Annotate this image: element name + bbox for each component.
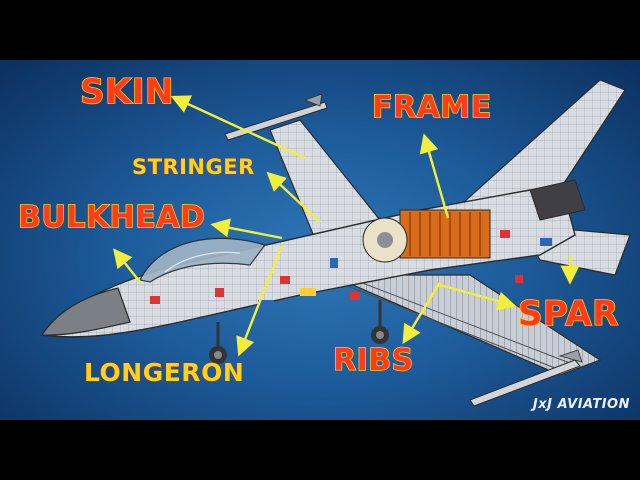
diagram-frame: SKIN STRINGER BULKHEAD FRAME LONGERON RI… [0,60,640,420]
landing-gear [209,300,389,364]
stringer-arrow [266,171,321,223]
watermark: JxJ AVIATION [532,397,630,412]
skin-arrow [170,95,306,160]
ribs-arrow [402,281,442,345]
label-ribs: RIBS [332,342,414,379]
bulkhead-arrow [210,218,283,240]
upper-missile [224,101,328,141]
aircraft-cutaway-illustration [40,79,631,407]
label-arrows [113,95,580,357]
label-longeron: LONGERON [84,358,245,388]
label-skin: SKIN [79,71,174,113]
lower-wing [329,274,602,376]
label-frame: FRAME [371,89,492,126]
bulkhead-arrow-2 [113,248,141,283]
canopy [139,237,266,283]
lower-missile [469,359,581,407]
longeron-arrow [236,244,284,357]
internal-components [150,230,552,308]
label-spar: SPAR [517,293,619,335]
radome [40,287,131,336]
engine-section [362,179,586,263]
label-stringer: STRINGER [132,155,255,180]
label-bulkhead: BULKHEAD [17,199,206,236]
spar-arrow [439,283,517,311]
frame-arrow [419,133,450,219]
